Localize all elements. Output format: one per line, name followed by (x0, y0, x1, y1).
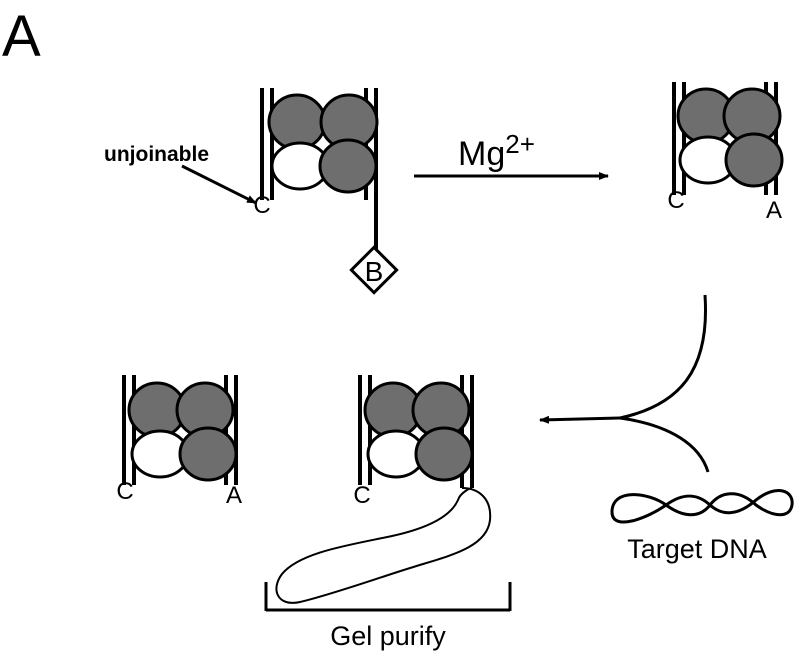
end-label-c: C (667, 187, 684, 214)
gel-purify-label: Gel purify (330, 621, 446, 651)
unjoinable-arrow (181, 164, 257, 205)
end-label-a: A (226, 482, 242, 509)
biotin-tag (349, 245, 399, 295)
merge-arrow (539, 294, 710, 473)
end-label-c: C (353, 482, 370, 509)
complex-top-right: C A (667, 82, 784, 224)
complex-top-left: B C (253, 88, 399, 295)
cofactor-label: Mg2+ (458, 129, 535, 173)
unjoinable-label: unjoinable (104, 143, 209, 166)
biotin-label: B (365, 256, 384, 287)
gel-purify-bracket (264, 582, 512, 612)
target-dna-label: Target DNA (627, 534, 767, 564)
end-label-c: C (116, 478, 133, 505)
transposase-subunit-dark (178, 426, 238, 482)
complex-bottom-middle: C (275, 375, 492, 604)
target-dna-icon (610, 489, 794, 524)
inserted-target-dna (275, 487, 492, 604)
cofactor-base: Mg (458, 135, 505, 173)
end-label-c: C (253, 192, 270, 219)
transposase-subunit-dark (318, 138, 378, 194)
transposase-subunit-dark (724, 132, 784, 188)
transposase-subunit-dark (414, 426, 474, 482)
end-label-a: A (766, 197, 782, 224)
complex-bottom-left: C A (116, 375, 242, 509)
cofactor-superscript: 2+ (505, 129, 535, 159)
panel-label: A (2, 4, 41, 69)
transposase-subunit-dark (267, 93, 327, 151)
